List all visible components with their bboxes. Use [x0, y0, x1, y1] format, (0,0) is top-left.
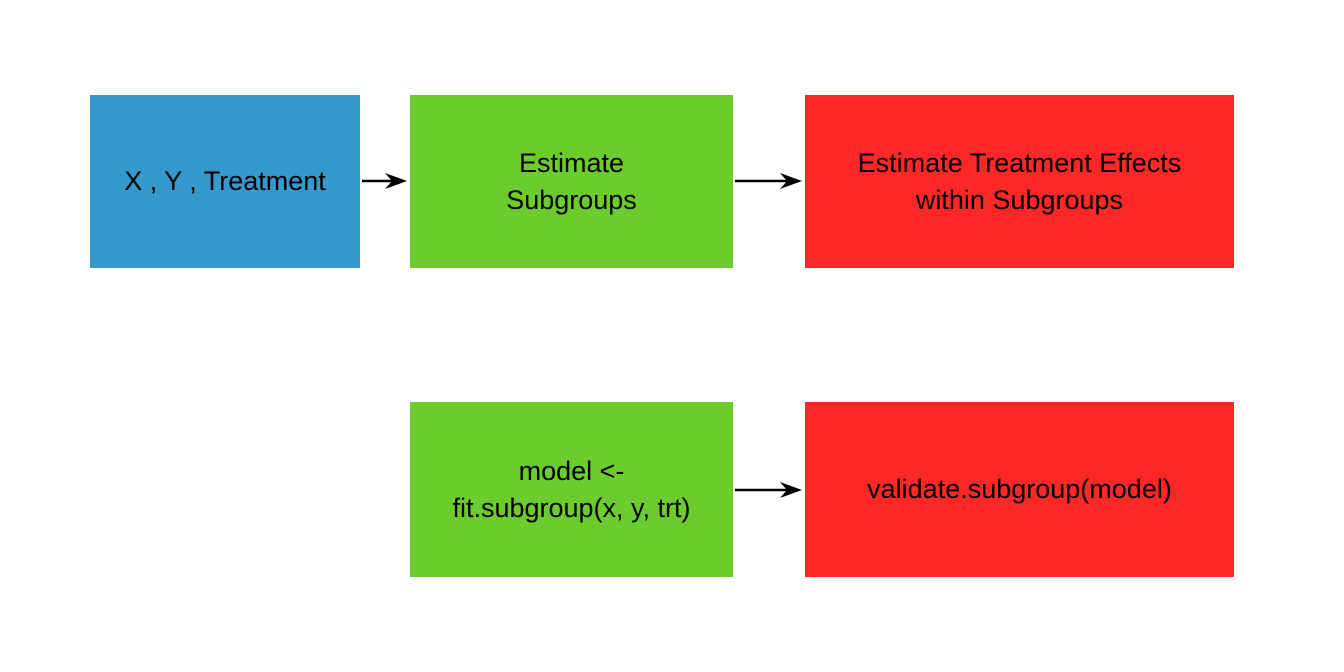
- node-estimate-treatment-effects-label: Estimate Treatment Effects within Subgro…: [857, 147, 1182, 215]
- node-validate-subgroup-label: validate.subgroup(model): [867, 474, 1172, 504]
- node-estimate-subgroups: Estimate Subgroups: [410, 95, 733, 268]
- node-input-data-label: X , Y , Treatment: [124, 166, 326, 196]
- node-fit-subgroup: model <- fit.subgroup(x, y, trt): [410, 402, 733, 577]
- arrow-icon: [735, 173, 802, 189]
- node-estimate-treatment-effects: Estimate Treatment Effects within Subgro…: [805, 95, 1234, 268]
- node-validate-subgroup: validate.subgroup(model): [805, 402, 1234, 577]
- node-input-data: X , Y , Treatment: [90, 95, 360, 268]
- arrow-icon: [362, 173, 407, 189]
- arrow-icon: [735, 482, 802, 498]
- node-fit-subgroup-label: model <- fit.subgroup(x, y, trt): [452, 455, 691, 523]
- node-estimate-subgroups-label: Estimate Subgroups: [506, 147, 637, 215]
